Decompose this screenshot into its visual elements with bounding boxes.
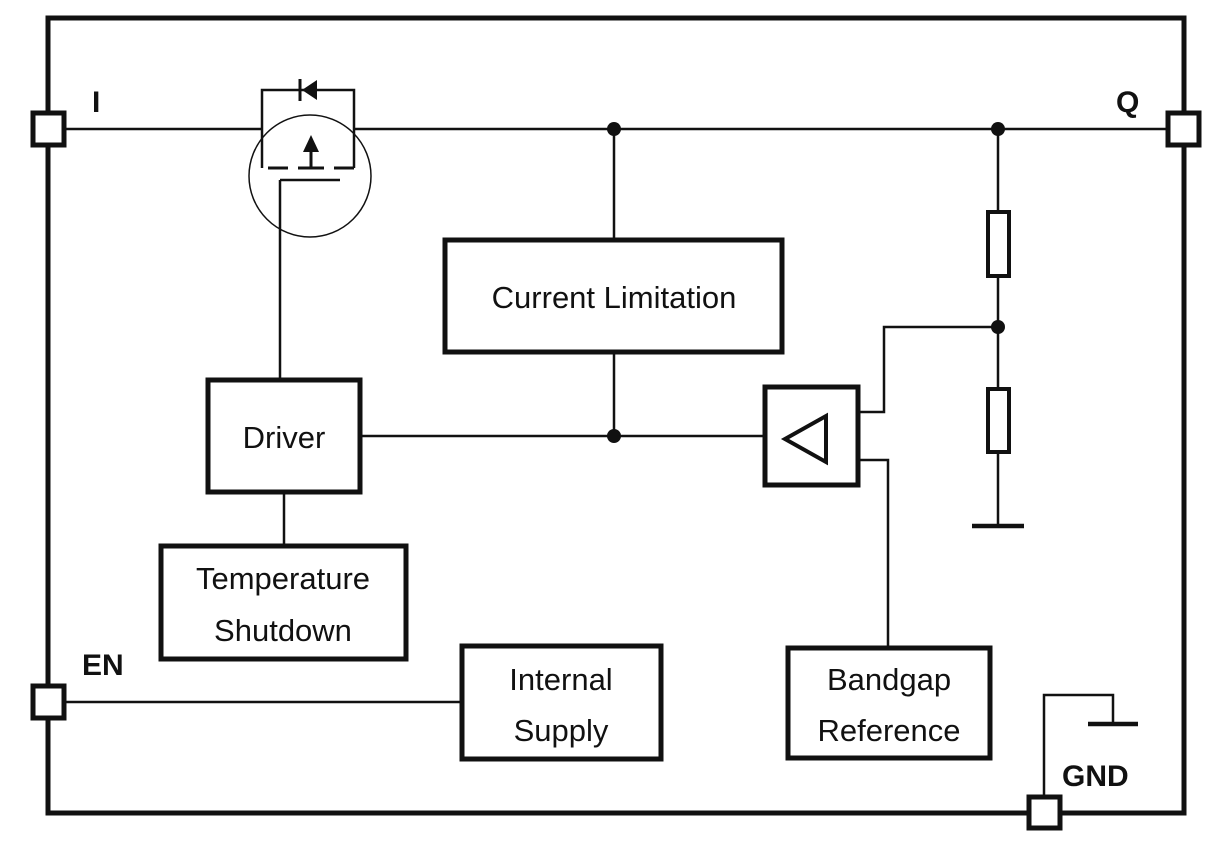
- driver-label: Driver: [243, 420, 326, 455]
- internal-supply-block: Internal Supply: [459, 643, 664, 762]
- pin-q-label: Q: [1116, 86, 1139, 119]
- internal-supply-label-line2: Supply: [514, 713, 609, 748]
- pin-q: [1165, 110, 1202, 148]
- pin-gnd: [1026, 794, 1063, 831]
- mosfet-icon: [248, 114, 372, 238]
- bandgap-reference-label-line1: Bandgap: [827, 662, 951, 697]
- temperature-shutdown-label-line2: Shutdown: [214, 613, 352, 648]
- driver-block: Driver: [205, 377, 363, 495]
- current-limitation-label: Current Limitation: [492, 280, 737, 315]
- chip-outline: [45, 15, 1187, 816]
- internal-supply-label-line1: Internal: [509, 662, 612, 697]
- pin-i: [30, 110, 67, 148]
- temperature-shutdown-label-line1: Temperature: [196, 561, 370, 596]
- diode-icon: [298, 79, 317, 101]
- pin-i-label: I: [92, 86, 100, 119]
- current-limitation-block: Current Limitation: [442, 237, 785, 355]
- pin-gnd-label: GND: [1062, 760, 1129, 793]
- junction-nodes: [607, 122, 1005, 443]
- bandgap-reference-block: Bandgap Reference: [785, 645, 993, 761]
- resistor-bottom-icon: [986, 387, 1011, 454]
- error-amplifier-block: [762, 384, 861, 488]
- resistor-top-icon: [986, 210, 1011, 278]
- amplifier-triangle-icon: [780, 412, 828, 466]
- bandgap-reference-label-line2: Reference: [817, 713, 960, 748]
- pin-en: [30, 683, 67, 721]
- pin-en-label: EN: [82, 649, 124, 682]
- temperature-shutdown-block: Temperature Shutdown: [158, 543, 409, 662]
